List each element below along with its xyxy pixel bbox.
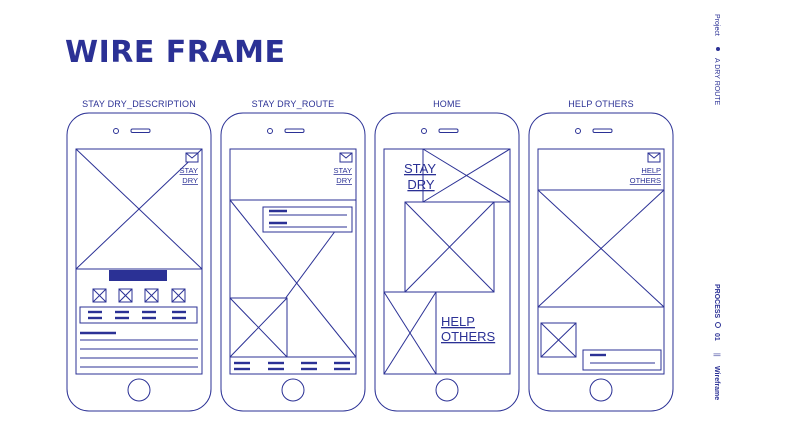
link-stay[interactable]: STAY xyxy=(180,166,198,175)
phone-stay-dry-description xyxy=(66,112,212,412)
home-button xyxy=(127,378,151,402)
mail-icon xyxy=(647,152,661,163)
bullet-filled-icon xyxy=(716,47,720,51)
home-button xyxy=(589,378,613,402)
phone-body xyxy=(66,112,212,412)
image-placeholder xyxy=(540,322,577,358)
link-help[interactable]: HELP xyxy=(641,166,661,175)
project-label: Project xyxy=(713,14,720,36)
phone-stay-dry-route xyxy=(220,112,366,412)
speaker-icon xyxy=(130,128,151,133)
label-row xyxy=(79,306,198,324)
phone-body xyxy=(220,112,366,412)
link-dry[interactable]: DRY xyxy=(182,176,198,185)
link-dry[interactable]: DRY xyxy=(336,176,352,185)
icon-row xyxy=(92,288,186,303)
screen-label-home: HOME xyxy=(433,99,461,109)
info-card xyxy=(582,349,662,371)
speaker-icon xyxy=(438,128,459,133)
screen-label-help-others: HELP OTHERS xyxy=(568,99,634,109)
section-number: 01 xyxy=(713,333,720,341)
separator: || xyxy=(713,353,720,357)
speaker-icon xyxy=(592,128,613,133)
project-name: A DRY ROUTE xyxy=(713,58,720,106)
camera-icon xyxy=(421,128,427,134)
screen-label-stay-dry-route: STAY DRY_ROUTE xyxy=(251,99,335,109)
section-label: PROCESS xyxy=(713,284,720,319)
primary-button xyxy=(109,270,167,281)
speaker-icon xyxy=(284,128,305,133)
home-button xyxy=(281,378,305,402)
camera-icon xyxy=(267,128,273,134)
heading-others[interactable]: OTHERS xyxy=(441,329,496,344)
phone-help-others xyxy=(528,112,674,412)
mail-icon xyxy=(185,152,199,163)
page-name: Wireframe xyxy=(713,366,720,401)
image-placeholder xyxy=(75,148,203,270)
phone-body xyxy=(528,112,674,412)
page-title: WIRE FRAME xyxy=(65,35,286,70)
mail-icon xyxy=(339,152,353,163)
heading-dry[interactable]: DRY xyxy=(407,177,435,192)
heading-stay[interactable]: STAY xyxy=(404,161,436,176)
bullet-outline-icon xyxy=(715,322,721,328)
home-button xyxy=(435,378,459,402)
camera-icon xyxy=(113,128,119,134)
label-dashes-2 xyxy=(234,209,350,371)
image-placeholder xyxy=(383,291,437,375)
link-others[interactable]: OTHERS xyxy=(630,176,661,185)
phone-home xyxy=(374,112,520,412)
heading-help[interactable]: HELP xyxy=(441,314,475,329)
camera-icon xyxy=(575,128,581,134)
link-stay[interactable]: STAY xyxy=(334,166,352,175)
label-dashes-1 xyxy=(80,310,186,335)
image-placeholder xyxy=(537,189,665,308)
screen-label-stay-dry-description: STAY DRY_DESCRIPTION xyxy=(82,99,196,109)
phone-body xyxy=(374,112,520,412)
